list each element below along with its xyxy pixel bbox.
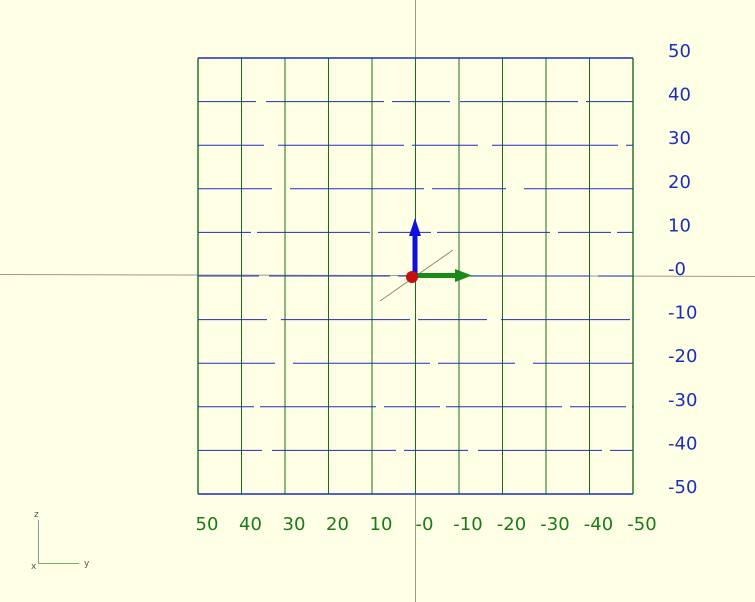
y-ruler-label: 40 <box>668 85 691 106</box>
y-ruler-label: 30 <box>668 128 691 149</box>
x-ruler-label: -0 <box>416 514 434 535</box>
x-ruler-label: 40 <box>239 514 262 535</box>
x-ruler-label: -20 <box>497 514 526 535</box>
x-ruler-labels: 50 40 30 20 10 -0 -10 -20 -30 -40 -50 <box>196 514 657 535</box>
y-ruler-label: -0 <box>668 259 686 280</box>
y-ruler-label: 50 <box>668 41 691 62</box>
gizmo-z-label: z <box>34 510 39 520</box>
y-ruler-label: -10 <box>668 303 697 324</box>
x-ruler-label: 50 <box>196 514 219 535</box>
x-axis-arrow-icon <box>415 269 472 282</box>
y-ruler-label: -40 <box>668 433 697 454</box>
z-axis-arrow-icon <box>409 218 421 277</box>
y-ruler-label: 20 <box>668 172 691 193</box>
x-ruler-label: -10 <box>453 514 482 535</box>
y-ruler-label: 10 <box>668 215 691 236</box>
x-ruler-label: -30 <box>540 514 569 535</box>
axes-orientation-gizmo: z y x <box>31 510 90 572</box>
gizmo-y-label: y <box>84 559 90 569</box>
x-ruler-label: -40 <box>584 514 613 535</box>
x-ruler-label: 20 <box>326 514 349 535</box>
origin-sphere-icon <box>406 271 418 283</box>
origin-axes-marker <box>406 218 472 283</box>
gizmo-x-label: x <box>31 562 37 572</box>
x-ruler-label: -50 <box>627 514 656 535</box>
y-ruler-label: -20 <box>668 346 697 367</box>
x-ruler-label: 30 <box>283 514 306 535</box>
y-ruler-labels: 50 40 30 20 10 -0 -10 -20 -30 -40 -50 <box>668 41 697 498</box>
y-ruler-label: -30 <box>668 390 697 411</box>
x-ruler-label: 10 <box>370 514 393 535</box>
y-ruler-label: -50 <box>668 477 697 498</box>
